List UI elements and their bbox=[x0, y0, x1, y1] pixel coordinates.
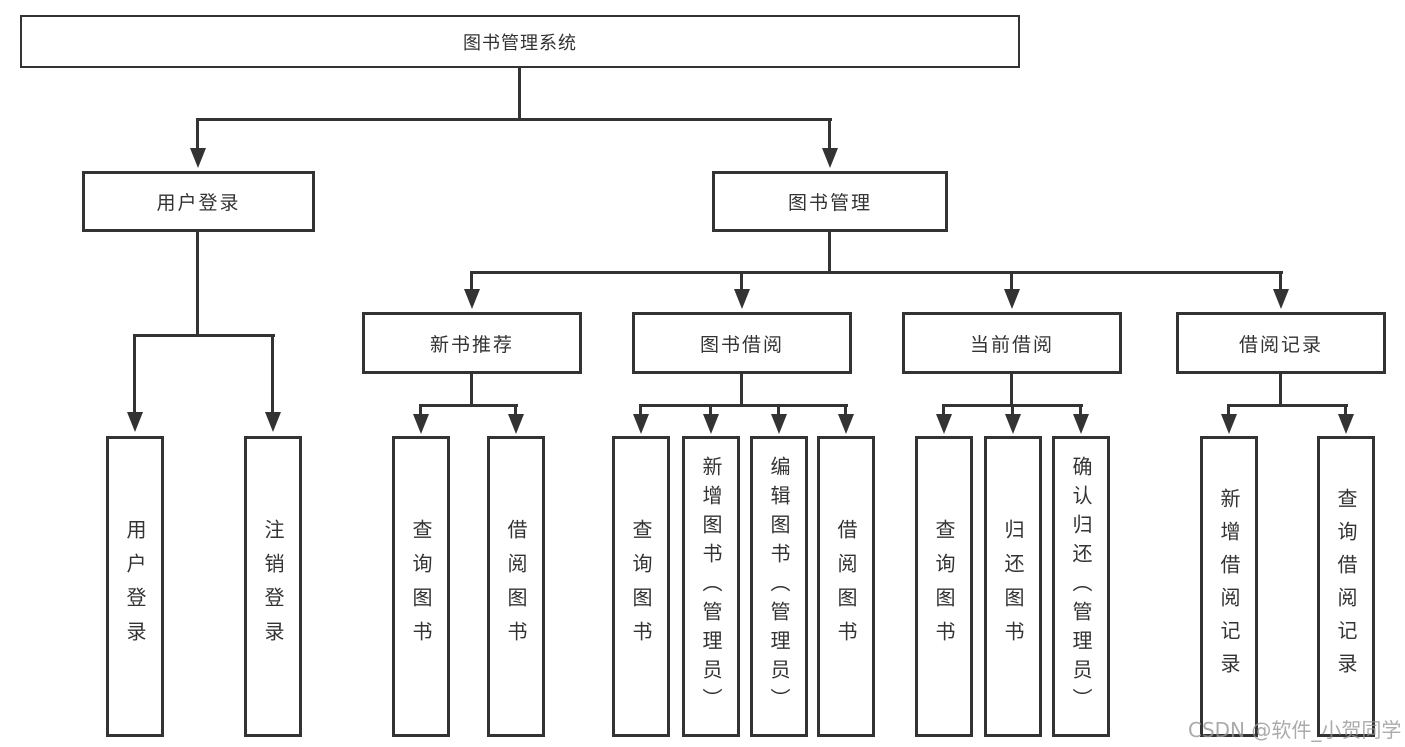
connector-borrowing-records-rail bbox=[1227, 404, 1348, 407]
arrowhead-query-books-1 bbox=[413, 414, 429, 434]
connector-drop-borrow-books-2 bbox=[844, 404, 847, 416]
arrowhead-new-book bbox=[464, 289, 480, 309]
leaf-user-login: 用户登录 bbox=[106, 436, 164, 737]
arrowhead-query-record bbox=[1338, 414, 1354, 434]
arrowhead-leaf-user-login bbox=[127, 412, 143, 432]
leaf-query-books-current: 查询图书 bbox=[915, 436, 973, 737]
connector-drop-user-login bbox=[196, 118, 199, 150]
leaf-query-borrow-record: 查询借阅记录 bbox=[1317, 436, 1375, 737]
arrowhead-book-borrowing bbox=[734, 289, 750, 309]
connector-book-borrowing-rail bbox=[639, 404, 848, 407]
node-user-login: 用户登录 bbox=[82, 171, 315, 232]
arrowhead-add-book bbox=[703, 414, 719, 434]
arrowhead-book-management bbox=[822, 148, 838, 168]
connector-drop-new-book bbox=[470, 271, 473, 291]
leaf-logout: 注销登录 bbox=[244, 436, 302, 737]
arrowhead-current-borrowing bbox=[1004, 289, 1020, 309]
connector-drop-confirm-return bbox=[1079, 404, 1082, 416]
connector-user-login-rail bbox=[133, 334, 275, 337]
connector-drop-edit-book bbox=[777, 404, 780, 416]
connector-drop-leaf-logout bbox=[271, 334, 274, 414]
connector-drop-book-management bbox=[828, 118, 831, 150]
leaf-add-borrow-record: 新增借阅记录 bbox=[1200, 436, 1258, 737]
leaf-confirm-return-admin: 确认归还（管理员） bbox=[1052, 436, 1110, 737]
connector-borrowing-records-trunk bbox=[1279, 372, 1282, 407]
connector-root-trunk bbox=[518, 66, 521, 120]
arrowhead-confirm-return bbox=[1073, 414, 1089, 434]
leaf-borrow-books-recommend: 借阅图书 bbox=[487, 436, 545, 737]
arrowhead-borrowing-records bbox=[1273, 289, 1289, 309]
leaf-edit-book-admin: 编辑图书（管理员） bbox=[750, 436, 808, 737]
arrowhead-return-books bbox=[1005, 414, 1021, 434]
arrowhead-user-login bbox=[190, 148, 206, 168]
connector-drop-query-books-3 bbox=[942, 404, 945, 416]
connector-new-book-trunk bbox=[470, 372, 473, 407]
connector-current-borrowing-trunk bbox=[1010, 372, 1013, 407]
node-current-borrowing: 当前借阅 bbox=[902, 312, 1122, 374]
leaf-return-books: 归还图书 bbox=[984, 436, 1042, 737]
leaf-borrow-books-borrowing: 借阅图书 bbox=[817, 436, 875, 737]
arrowhead-borrow-books-1 bbox=[508, 414, 524, 434]
connector-drop-current-borrowing bbox=[1010, 271, 1013, 291]
connector-drop-query-record bbox=[1344, 404, 1347, 416]
connector-book-management-trunk bbox=[828, 230, 831, 274]
node-library-management-system: 图书管理系统 bbox=[20, 15, 1020, 68]
connector-drop-leaf-user-login bbox=[133, 334, 136, 414]
connector-root-rail bbox=[197, 118, 832, 121]
connector-book-borrowing-trunk bbox=[740, 372, 743, 407]
node-book-management: 图书管理 bbox=[712, 171, 948, 232]
leaf-add-book-admin: 新增图书（管理员） bbox=[682, 436, 740, 737]
connector-drop-borrow-books-1 bbox=[514, 404, 517, 416]
connector-drop-add-book bbox=[709, 404, 712, 416]
watermark-text: CSDN @软件_小贺同学 bbox=[1188, 718, 1402, 742]
connector-user-login-trunk bbox=[196, 230, 199, 337]
connector-drop-add-record bbox=[1227, 404, 1230, 416]
leaf-query-books-recommend: 查询图书 bbox=[392, 436, 450, 737]
connector-new-book-rail bbox=[419, 404, 518, 407]
arrowhead-edit-book bbox=[771, 414, 787, 434]
node-new-book-recommendation: 新书推荐 bbox=[362, 312, 582, 374]
arrowhead-leaf-logout bbox=[265, 412, 281, 432]
connector-drop-borrowing-records bbox=[1279, 271, 1282, 291]
leaf-query-books-borrowing: 查询图书 bbox=[612, 436, 670, 737]
connector-book-management-rail bbox=[470, 271, 1283, 274]
arrowhead-query-books-3 bbox=[936, 414, 952, 434]
arrowhead-add-record bbox=[1221, 414, 1237, 434]
connector-drop-return-books bbox=[1011, 404, 1014, 416]
arrowhead-query-books-2 bbox=[633, 414, 649, 434]
connector-drop-book-borrowing bbox=[740, 271, 743, 291]
node-borrowing-records: 借阅记录 bbox=[1176, 312, 1386, 374]
arrowhead-borrow-books-2 bbox=[838, 414, 854, 434]
connector-drop-query-books-1 bbox=[419, 404, 422, 416]
connector-drop-query-books-2 bbox=[639, 404, 642, 416]
node-book-borrowing: 图书借阅 bbox=[632, 312, 852, 374]
